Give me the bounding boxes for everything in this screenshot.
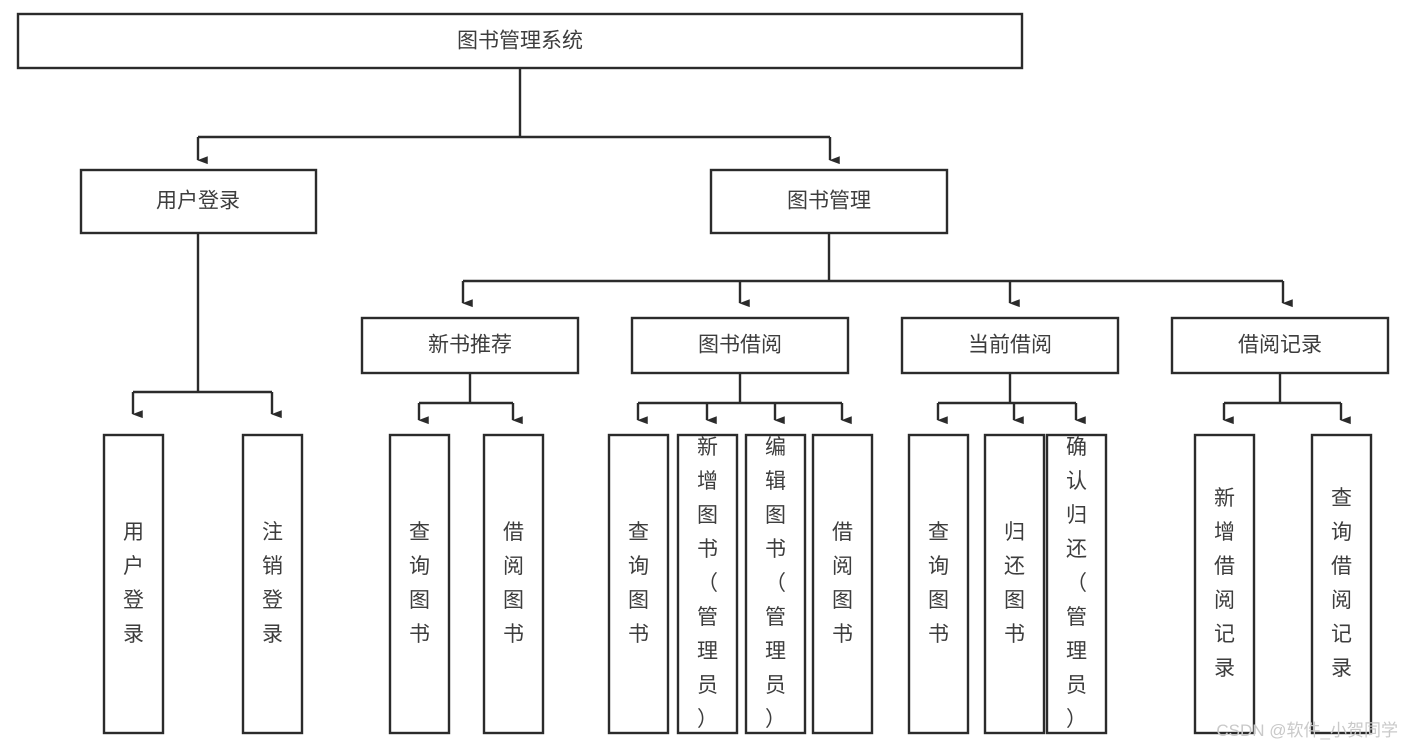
leaf-node-book_borrow-2[interactable]: 编辑图书（管理员） [744,433,807,735]
watermark-label: CSDN @软件_小贺同学 [1216,721,1398,740]
leaf-node-new_book_recommend-1[interactable]: 借阅图书 [482,433,545,735]
leaf-node-book_borrow-0[interactable]: 查询图书 [607,433,670,735]
node-user-login-label: 用户登录 [156,190,240,213]
node-borrow-record-label: 借阅记录 [1238,334,1322,357]
leaf-node-label: 查询图书 [928,521,949,646]
leaf-node-book_borrow-1[interactable]: 新增图书（管理员） [676,433,739,735]
leaf-node-current_borrow-0[interactable]: 查询图书 [907,433,970,735]
leaf-node-new_book_recommend-0[interactable]: 查询图书 [388,433,451,735]
leaf-node-current_borrow-2[interactable]: 确认归还（管理员） [1045,433,1108,735]
leaf-node-label: 查询图书 [628,521,649,646]
leaf-node-label: 查询图书 [409,521,430,646]
leaf-node-label: 新增图书（管理员） [697,436,718,731]
leaf-node-label: 注销登录 [262,521,283,646]
leaf-node-box[interactable] [1045,433,1108,735]
leaf-node-label: 编辑图书（管理员） [765,436,786,731]
node-user-login-box[interactable] [79,168,318,235]
leaf-node-label: 新增借阅记录 [1214,487,1235,680]
leaf-node-box[interactable] [1310,433,1373,735]
edge-group-root [196,68,840,165]
edge-group-current-borrow [936,373,1086,425]
leaf-node-box[interactable] [102,433,165,735]
leaf-node-box[interactable] [607,433,670,735]
leaf-node-user_login-1[interactable]: 注销登录 [241,433,304,735]
node-new-book-recommend[interactable]: 新书推荐 [360,316,580,375]
leaf-node-layer: 用户登录 注销登录 查询图书 借阅图书 查询图书 新增图书（管理员） 编辑图书（管理员） 借阅… [102,433,1373,735]
leaf-node-box[interactable] [388,433,451,735]
leaf-node-borrow_record-1[interactable]: 查询借阅记录 [1310,433,1373,735]
leaf-node-box[interactable] [1193,433,1256,735]
node-root-label: 图书管理系统 [457,30,583,53]
node-book-borrow[interactable]: 图书借阅 [630,316,850,375]
leaf-node-label: 借阅图书 [832,521,853,646]
leaf-node-box[interactable] [241,433,304,735]
edge-group-borrow-record [1222,373,1351,425]
edge-group-new-book-recommend [417,373,523,425]
node-book-manage[interactable]: 图书管理 [709,168,949,235]
leaf-node-box[interactable] [983,433,1046,735]
leaf-node-box[interactable] [907,433,970,735]
leaf-node-borrow_record-0[interactable]: 新增借阅记录 [1193,433,1256,735]
leaf-node-label: 借阅图书 [503,521,524,646]
node-root[interactable]: 图书管理系统 [16,12,1024,70]
node-current-borrow-label: 当前借阅 [968,334,1052,357]
edge-group-book-manage [461,233,1293,308]
node-borrow-record[interactable]: 借阅记录 [1170,316,1390,375]
leaf-node-book_borrow-3[interactable]: 借阅图书 [811,433,874,735]
node-new-book-recommend-label: 新书推荐 [428,334,512,357]
leaf-node-label: 确认归还（管理员） [1066,436,1087,731]
leaf-node-box[interactable] [744,433,807,735]
leaf-node-label: 用户登录 [123,521,144,646]
node-book-borrow-box[interactable] [630,316,850,375]
node-new-book-recommend-box[interactable] [360,316,580,375]
leaf-node-current_borrow-1[interactable]: 归还图书 [983,433,1046,735]
leaf-node-box[interactable] [811,433,874,735]
leaf-node-label: 查询借阅记录 [1331,487,1352,680]
leaf-node-box[interactable] [482,433,545,735]
edge-group-book-borrow [636,373,852,425]
node-user-login[interactable]: 用户登录 [79,168,318,235]
node-root-box[interactable] [16,12,1024,70]
node-borrow-record-box[interactable] [1170,316,1390,375]
leaf-node-box[interactable] [676,433,739,735]
leaf-node-user_login-0[interactable]: 用户登录 [102,433,165,735]
node-book-manage-box[interactable] [709,168,949,235]
node-book-borrow-label: 图书借阅 [698,334,782,357]
node-current-borrow-box[interactable] [900,316,1120,375]
leaf-node-label: 归还图书 [1004,521,1025,646]
node-book-manage-label: 图书管理 [787,190,871,213]
edge-group-user-login [131,233,282,419]
node-current-borrow[interactable]: 当前借阅 [900,316,1120,375]
